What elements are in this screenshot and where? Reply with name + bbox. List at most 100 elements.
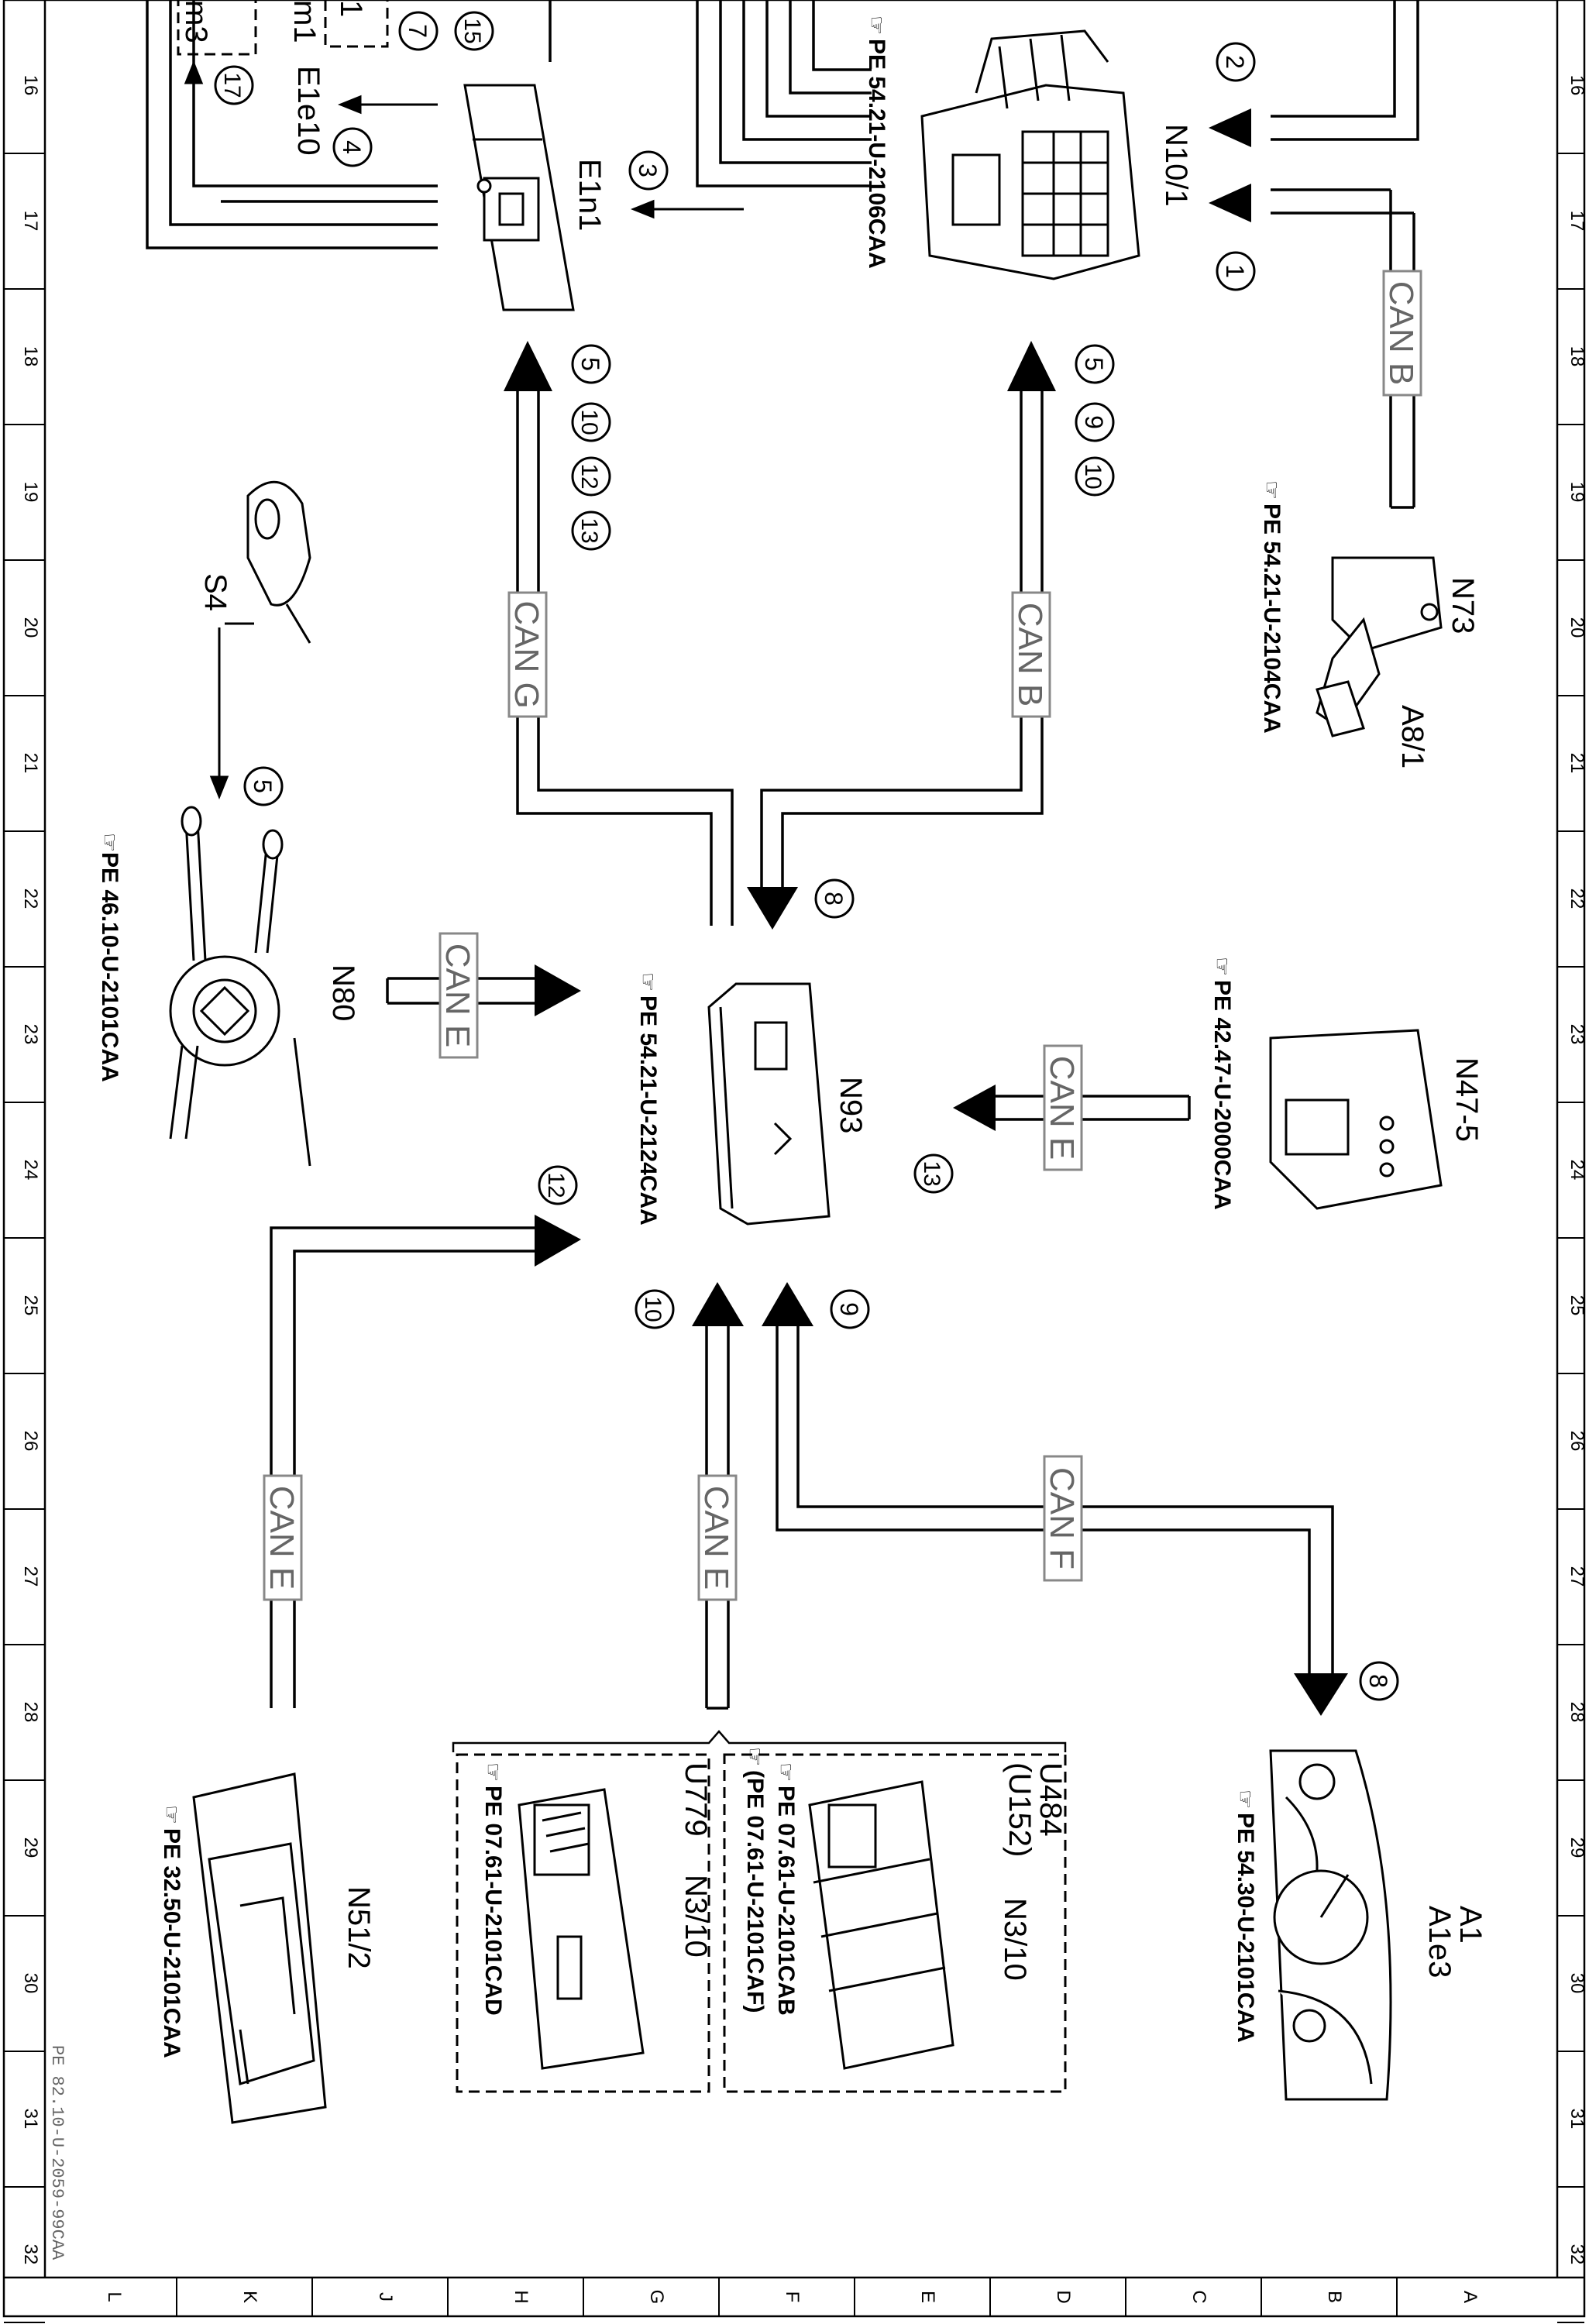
svg-text:5: 5 (249, 779, 277, 793)
label-n47-5: N47-5 (1450, 1057, 1484, 1142)
column-letter: L (104, 2291, 125, 2302)
row-number: 22 (1567, 889, 1587, 909)
ref-n73: PE 54.21-U-2104CAA (1259, 504, 1285, 734)
markers: 1 2 3 4 5 5 5 7 8 8 9 9 10 10 10 12 12 1… (214, 11, 1399, 1701)
row-number: 27 (1567, 1566, 1587, 1587)
row-number: 21 (20, 753, 41, 774)
ref-n80: PE 46.10-U-2101CAA (97, 852, 122, 1082)
can-e-n51 (270, 1226, 542, 1708)
n10-pin-lines (696, 0, 872, 187)
marker: 12 (538, 1165, 578, 1205)
can-e-n47 (984, 1095, 1191, 1121)
marker: 5 (1075, 344, 1115, 384)
label-e1n1: E1n1 (573, 159, 607, 231)
svg-text:CAN E: CAN E (697, 1486, 735, 1590)
label-u779: U779 (679, 1762, 713, 1837)
arrow-heads (504, 108, 1348, 1716)
row-number: 24 (1567, 1160, 1587, 1181)
column-letter: J (375, 2292, 396, 2302)
engine-ecu-icon-upper (808, 1780, 954, 2070)
marker: 10 (1075, 456, 1115, 497)
svg-text:5: 5 (576, 357, 604, 371)
label-a1e3: A1e3 (1422, 1906, 1457, 1978)
hand-pointer-icon: ☞ (98, 833, 122, 852)
n310-brace (452, 1730, 1067, 1752)
row-number: 20 (20, 617, 41, 638)
marker: 9 (1075, 402, 1115, 442)
arrow-head-to-n10 (1007, 341, 1056, 391)
thin-arrows (184, 60, 744, 800)
marker: 12 (571, 456, 611, 497)
row-number: 16 (1567, 75, 1587, 96)
row-number: 30 (20, 1973, 41, 1994)
row-number: 25 (1567, 1295, 1587, 1316)
row-number: 32 (20, 2244, 41, 2265)
svg-text:12: 12 (576, 463, 602, 489)
svg-text:8: 8 (820, 892, 848, 906)
gateway-module-icon (707, 982, 831, 1226)
svg-text:3: 3 (634, 163, 662, 177)
svg-text:CAN B: CAN B (1382, 281, 1420, 385)
steering-column-module-icon (169, 806, 311, 1167)
hand-pointer-icon: ☞ (1210, 957, 1234, 976)
ref2-n3-10-upper: (PE 07.61-U-2101CAF) (742, 1770, 768, 2013)
row-ticks (4, 153, 1584, 2323)
can-b-label-1: CAN B (1382, 270, 1422, 397)
svg-text:13: 13 (576, 517, 602, 543)
document-code: PE 82.10-U-2059-99CAA (47, 2045, 67, 2260)
marker: 5 (571, 344, 611, 384)
can-b-label-2: CAN B (1011, 591, 1051, 718)
row-number: 28 (1567, 1702, 1587, 1723)
ref-n93: PE 54.21-U-2124CAA (635, 995, 661, 1226)
arrow-head-to-n93-top (747, 887, 798, 930)
can-e-label-n80: CAN E (439, 932, 479, 1059)
svg-text:7: 7 (404, 24, 432, 38)
n310-u779-box (456, 1753, 710, 2093)
marker: 9 (830, 1289, 870, 1329)
arrow-head-to-n10-upper (1209, 108, 1251, 147)
row-number: 27 (20, 1566, 41, 1587)
n10-lower-line (1271, 188, 1414, 215)
control-unit-icon (192, 1772, 327, 2124)
n310-u484-box (723, 1753, 1067, 2093)
column-letter: K (239, 2291, 260, 2303)
marker: 4 (332, 127, 373, 167)
hand-pointer-icon: ☞ (865, 15, 889, 35)
ref-n3-10-upper: PE 07.61-U-2101CAB (773, 1786, 799, 2016)
ref-n47-5: PE 42.47-U-2000CAA (1209, 980, 1235, 1210)
svg-text:13: 13 (919, 1160, 944, 1186)
arrow-head-to-n10-lower (1209, 184, 1251, 222)
label-n3-10-upper: N3/10 (998, 1898, 1032, 1981)
label-n80: N80 (326, 964, 360, 1021)
arrow-head-to-n93-bottom-a (692, 1282, 744, 1326)
row-number: 18 (20, 346, 41, 367)
row-number: 19 (20, 482, 41, 503)
column-letter: C (1188, 2290, 1209, 2303)
column-letter: F (782, 2291, 803, 2303)
hand-pointer-icon: ☞ (481, 1762, 505, 1782)
component-labels: N10/1 PE 54.21-U-2106CAA E1n1 N73 A8/1 P… (47, 0, 1488, 2260)
column-letter: H (511, 2290, 531, 2303)
row-number: 24 (20, 1160, 41, 1181)
arrow-head-to-n93-bottom-b (762, 1282, 813, 1326)
label-n10-1: N10/1 (1159, 124, 1193, 207)
svg-text:CAN E: CAN E (439, 944, 476, 1047)
can-e-label-n310: CAN E (697, 1474, 738, 1601)
label-a8-1: A8/1 (1395, 705, 1429, 768)
label-e1e10: E1e10 (291, 66, 325, 156)
svg-text:4: 4 (338, 140, 366, 154)
arrow-head-to-a1 (1294, 1673, 1348, 1716)
ref-a1: PE 54.30-U-2101CAA (1233, 1813, 1258, 2043)
arrow-head-to-n93-right (953, 1085, 996, 1131)
can-e-label-n51: CAN E (263, 1474, 303, 1601)
row-number: 29 (20, 1838, 41, 1858)
row-number: 16 (20, 75, 41, 96)
svg-text:CAN E: CAN E (263, 1486, 301, 1590)
svg-text:15: 15 (459, 18, 485, 43)
svg-text:9: 9 (835, 1302, 863, 1316)
svg-text:1: 1 (1221, 264, 1249, 278)
can-g-label: CAN G (507, 591, 548, 718)
row-number: 26 (1567, 1431, 1587, 1452)
